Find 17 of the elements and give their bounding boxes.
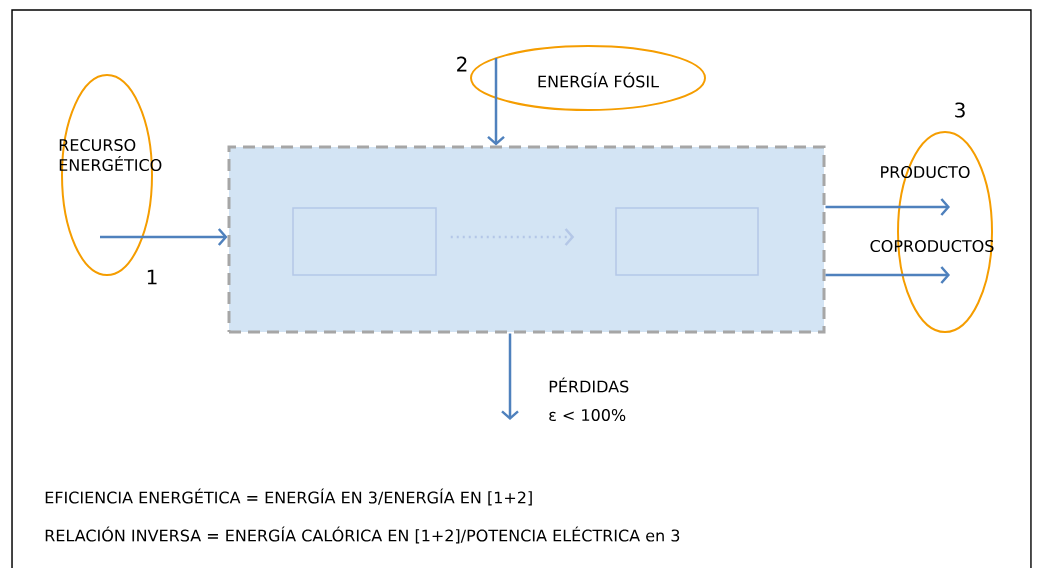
formula-text: RELACIÓN INVERSA = ENERGÍA CALÓRICA EN [1+2]/POTENCIA ELÉCTRICA en 3	[45, 526, 680, 544]
arrow	[487, 58, 505, 146]
arrow	[825, 198, 950, 216]
callout-number: 3	[955, 102, 965, 118]
callout-number: 1	[147, 269, 157, 285]
callout-number: 2	[457, 56, 467, 72]
edge-note: ε < 100%	[549, 408, 626, 422]
arrow	[100, 228, 228, 246]
node-text: ENERGÍA FÓSIL	[538, 72, 659, 88]
inner-box	[292, 207, 437, 276]
arrow	[450, 228, 575, 246]
inner-box	[615, 207, 759, 276]
process-box	[227, 145, 826, 334]
arrow	[501, 333, 519, 420]
arrow	[825, 266, 950, 284]
formula-text: EFICIENCIA ENERGÉTICA = ENERGÍA EN 3/ENERGÍA EN [1+2]	[45, 488, 532, 506]
edge-label: PÉRDIDAS	[549, 377, 629, 393]
